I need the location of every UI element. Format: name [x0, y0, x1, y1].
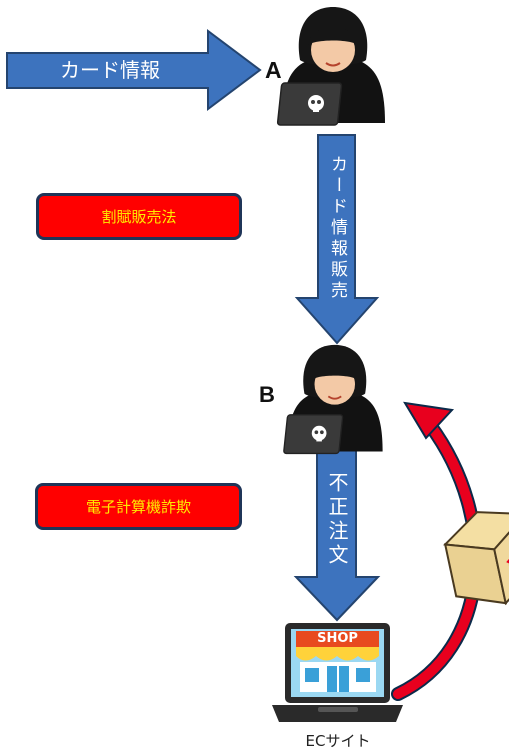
fraud-order-arrow: [293, 445, 381, 622]
hacker-b-icon: [283, 344, 383, 455]
card-info-sale-arrow-label: カード情報販売: [327, 154, 347, 302]
stolen-goods-law-badge: 割賦販売法: [36, 193, 242, 240]
card-info-sale-arrow: [294, 134, 380, 345]
fraud-order-arrow-label: 不正注文: [325, 472, 349, 568]
shop-sign-text: SHOP: [317, 631, 358, 646]
hacker-a-icon: [276, 7, 385, 126]
card-info-arrow: [6, 29, 262, 111]
computer-fraud-badge: 電子計算機詐欺: [35, 483, 242, 530]
ec-site-label: ECサイト: [305, 732, 371, 750]
card-info-arrow-label: カード情報: [60, 58, 160, 82]
shop-laptop-icon: [272, 623, 403, 722]
node-b-label: B: [259, 382, 275, 407]
node-a-label: A: [265, 57, 282, 83]
package-box-icon: [443, 511, 509, 606]
